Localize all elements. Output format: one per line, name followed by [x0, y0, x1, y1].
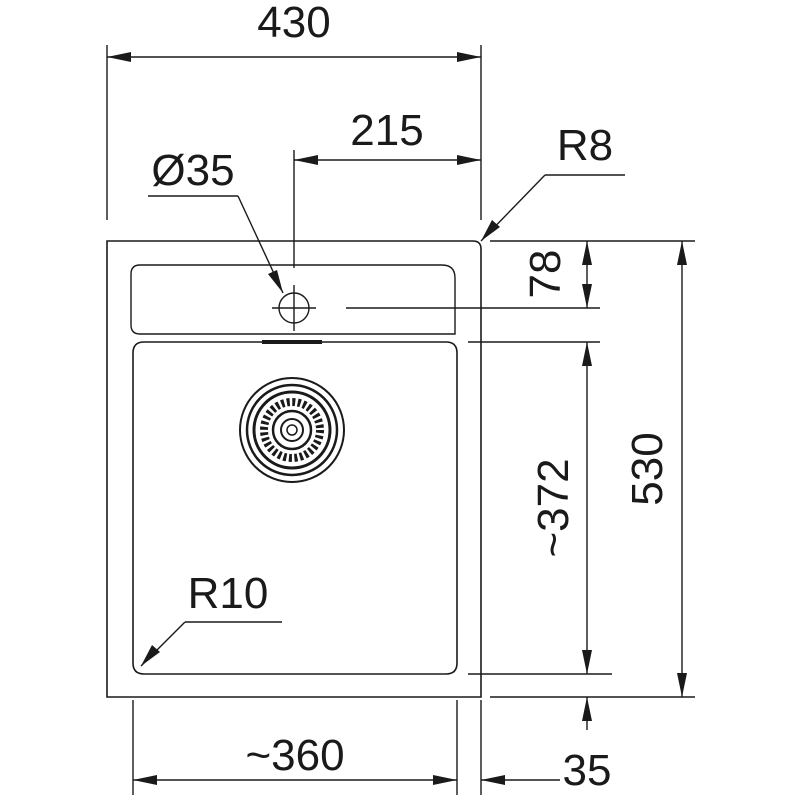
dimension-tap-offset: 215 [294, 106, 481, 165]
dimension-bowl-depth: ~372 [529, 342, 592, 674]
leader-bowl-radius: R10 [140, 569, 282, 667]
arrowhead-right [457, 155, 481, 165]
arrowhead-top [582, 342, 592, 366]
arrowhead-up [582, 697, 592, 721]
dimension-bowl-width: ~360 [133, 731, 560, 785]
sink-body [106, 240, 482, 698]
drain-outer-ring [239, 377, 345, 483]
label-tap-offset: 215 [350, 106, 423, 155]
label-tap-diameter: Ø35 [151, 146, 234, 195]
drain-ring-3 [252, 390, 332, 470]
arrowhead-left [107, 52, 131, 62]
label-overall-depth: 530 [623, 432, 672, 505]
label-rim-depth: 78 [521, 250, 570, 299]
arrowhead-top [677, 241, 687, 265]
dimension-bottom-rim: 35 [563, 697, 612, 795]
leader-tap-diameter: Ø35 [148, 146, 284, 294]
extension-lines [106, 45, 695, 795]
arrowhead-right [433, 775, 457, 785]
sink-back-shelf [130, 264, 456, 335]
drain-center-ring [280, 418, 304, 442]
overflow-slot [262, 340, 322, 344]
drain-inner-ring [271, 409, 313, 451]
arrowhead [268, 270, 283, 293]
arrowhead-left [294, 155, 318, 165]
arrowhead-left [481, 775, 505, 785]
arrowhead [481, 220, 500, 241]
drain-center-dot [286, 424, 298, 436]
sink-bowl [132, 341, 458, 675]
dimension-overall-depth: 530 [623, 241, 687, 697]
arrowhead-left [133, 775, 157, 785]
arrowhead-bottom [677, 673, 687, 697]
drain-perforation-ring [260, 398, 324, 462]
label-bowl-radius: R10 [188, 569, 269, 618]
leader-outer-radius: R8 [480, 121, 625, 242]
tap-hole [272, 285, 316, 331]
arrowhead-top [582, 241, 592, 265]
arrowhead-right [457, 52, 481, 62]
label-bowl-width: ~360 [245, 731, 344, 780]
label-bowl-depth: ~372 [529, 458, 578, 557]
sink-outer-rim [106, 240, 482, 698]
dimension-rim-depth: 78 [521, 241, 592, 308]
label-overall-width: 430 [257, 0, 330, 47]
arrowhead-bottom [582, 284, 592, 308]
label-outer-radius: R8 [557, 121, 613, 170]
drain-strainer [239, 377, 345, 483]
arrowhead [141, 645, 160, 666]
arrowhead-bottom [582, 650, 592, 674]
label-bottom-rim: 35 [563, 746, 612, 795]
dimension-overall-width: 430 [107, 0, 481, 62]
drain-ring-2 [245, 383, 339, 477]
